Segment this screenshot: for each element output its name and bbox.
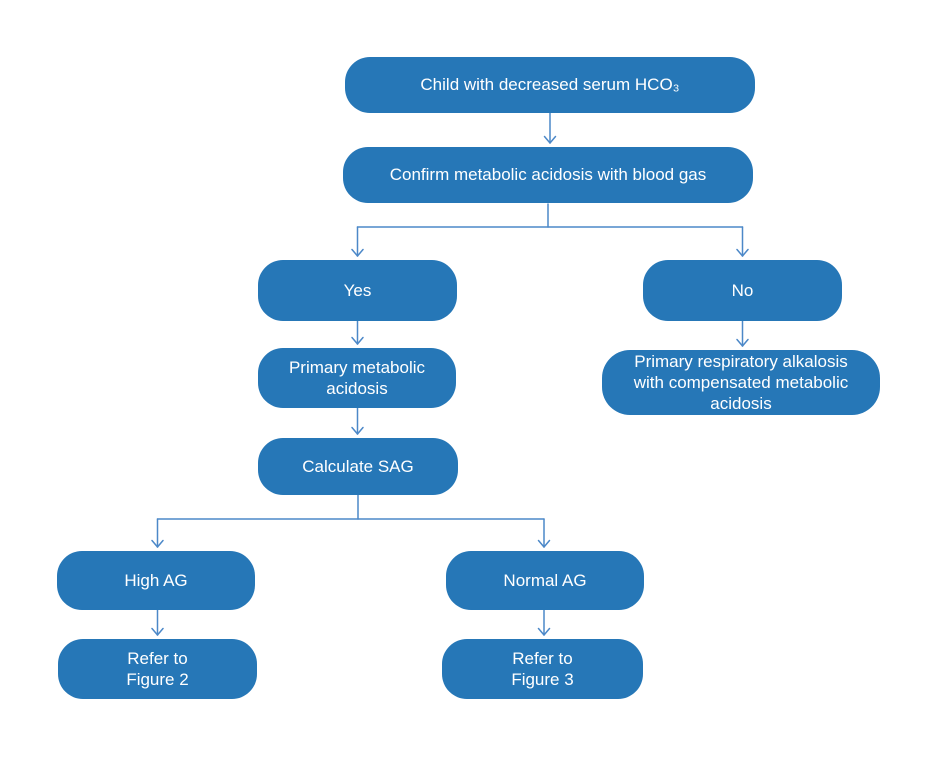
- node-yes: Yes: [258, 260, 457, 321]
- node-child-decreased-hco3: Child with decreased serum HCO₃: [345, 57, 755, 113]
- edge-child-to-confirm: [543, 112, 557, 144]
- arrowhead-icon: [736, 338, 749, 347]
- node-refer-figure-2: Refer to Figure 2: [58, 639, 257, 699]
- arrowhead-icon: [537, 627, 551, 636]
- edge-primary-metabolic-to-calculate-sag: [351, 407, 364, 435]
- arrowhead-icon: [351, 336, 364, 345]
- arrowhead-icon: [736, 248, 749, 257]
- node-normal-ag: Normal AG: [446, 551, 644, 610]
- node-primary-respiratory-alkalosis: Primary respiratory alkalosis with compe…: [602, 350, 880, 415]
- edge-yes-to-primary-metabolic: [351, 320, 364, 345]
- arrowhead-icon: [537, 539, 551, 548]
- node-no: No: [643, 260, 842, 321]
- arrowhead-icon: [543, 135, 557, 144]
- arrowhead-icon: [351, 248, 364, 257]
- edge-calculate-sag-branch: [151, 494, 551, 548]
- node-confirm-metabolic-acidosis: Confirm metabolic acidosis with blood ga…: [343, 147, 753, 203]
- arrowhead-icon: [351, 426, 364, 435]
- arrowhead-icon: [151, 539, 164, 548]
- edge-high-ag-to-refer-fig2: [151, 609, 164, 636]
- node-primary-metabolic-acidosis: Primary metabolic acidosis: [258, 348, 456, 408]
- arrowhead-icon: [151, 627, 164, 636]
- node-high-ag: High AG: [57, 551, 255, 610]
- node-calculate-sag: Calculate SAG: [258, 438, 458, 495]
- edge-normal-ag-to-refer-fig3: [537, 609, 551, 636]
- edge-no-to-primary-respiratory: [736, 320, 749, 347]
- edge-confirm-branch: [351, 203, 749, 257]
- node-refer-figure-3: Refer to Figure 3: [442, 639, 643, 699]
